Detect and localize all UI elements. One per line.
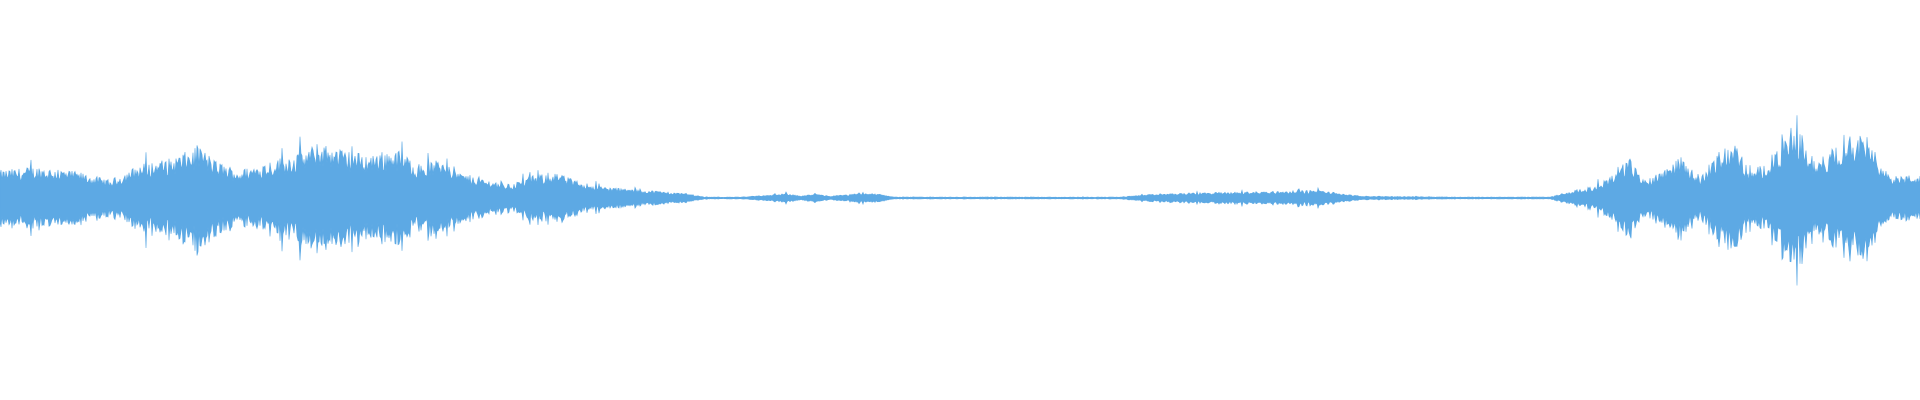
- waveform-shape: [0, 115, 1920, 286]
